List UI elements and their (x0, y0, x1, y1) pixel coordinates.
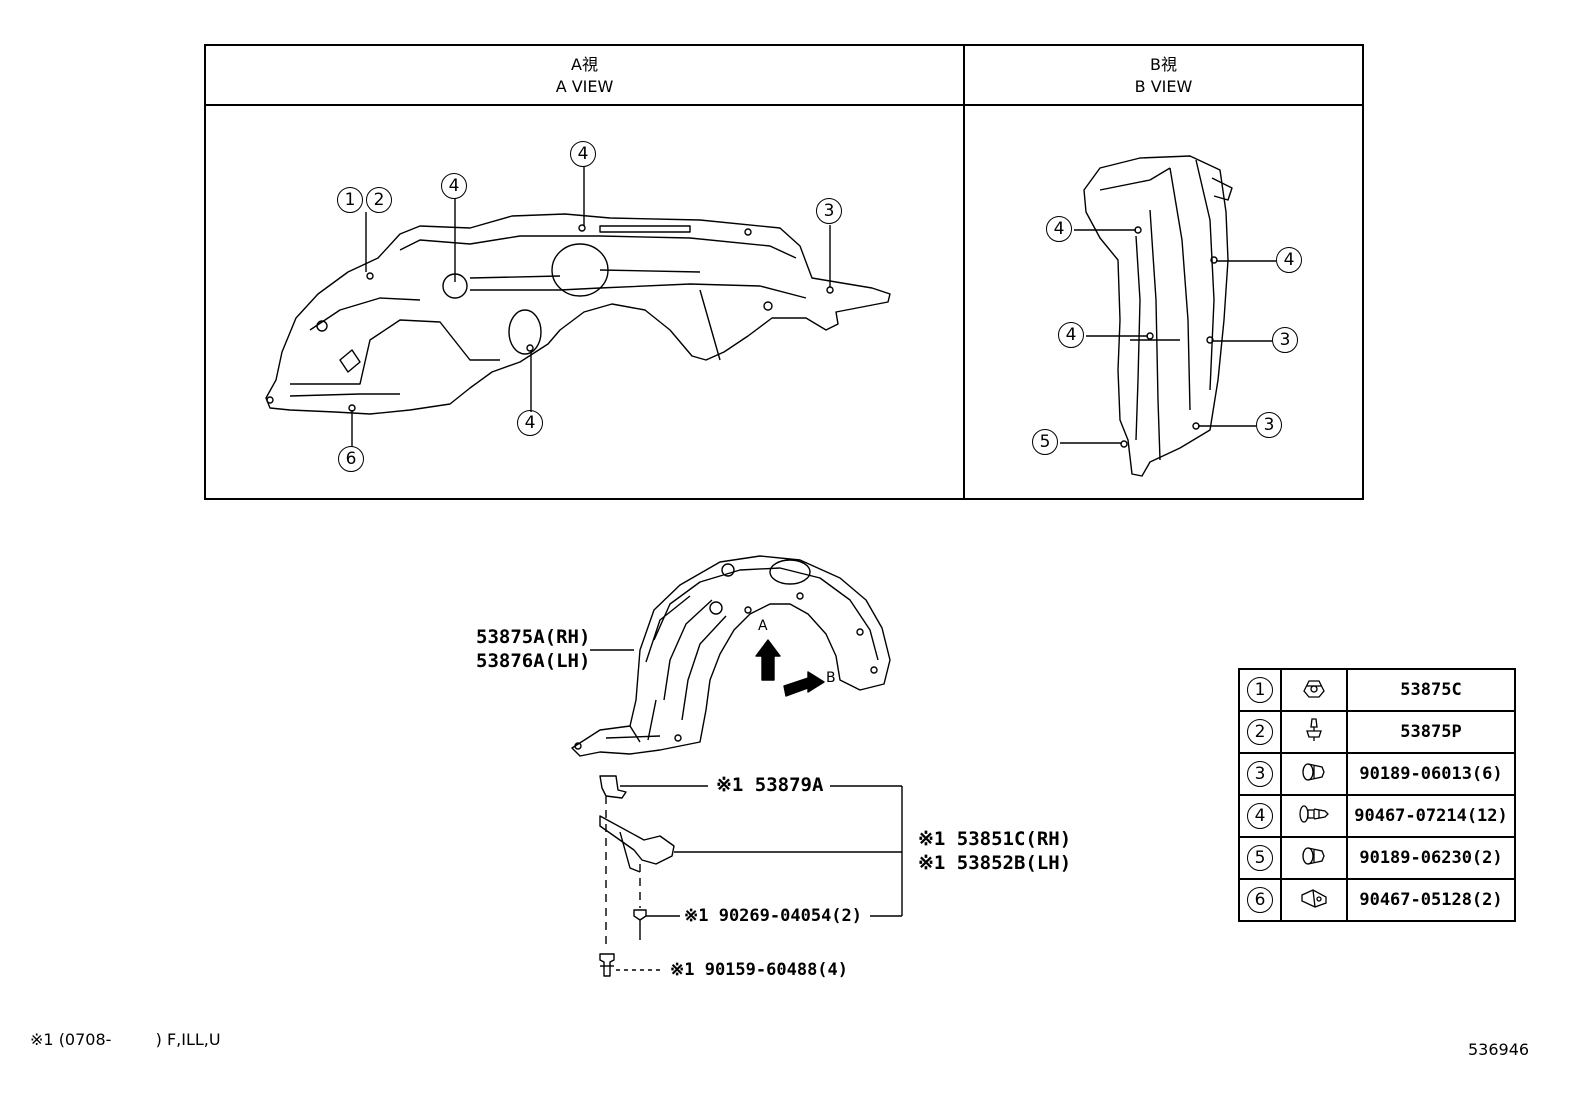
table-part-number[interactable]: 90467-07214(12) (1346, 794, 1516, 838)
parts-table: 1 53875C 2 53875P 3 90189-06013(6) 4 904… (1238, 668, 1516, 922)
callout-4-b-view-right: 4 (1276, 247, 1302, 273)
part-number-screw[interactable]: ※1 90269-04054(2) (684, 906, 863, 926)
callout-2-a-view: 2 (366, 187, 392, 213)
table-callout: 2 (1247, 719, 1273, 745)
clip-nut-icon (1303, 680, 1325, 698)
table-row: 3 90189-06013(6) (1238, 752, 1516, 796)
part-number-liner-lh[interactable]: 53876A(LH) (476, 650, 591, 672)
part-number-splash-rh[interactable]: ※1 53851C(RH) (918, 828, 1072, 850)
views-divider-horizontal (206, 104, 1362, 106)
callout-6-a-view: 6 (338, 446, 364, 472)
table-row: 1 53875C (1238, 668, 1516, 712)
arrow-a-label: A (758, 618, 768, 634)
bracket-assembly-drawing (599, 775, 675, 977)
diagram-code: 536946 (1468, 1040, 1530, 1059)
table-callout: 3 (1247, 761, 1273, 787)
b-view-liner-drawing (1083, 155, 1233, 477)
views-divider-vertical (963, 46, 965, 498)
a-view-heading: A視 A VIEW (206, 54, 963, 98)
table-row: 2 53875P (1238, 710, 1516, 754)
table-callout: 1 (1247, 677, 1273, 703)
footnote: ※1 (0708- ) F,ILL,U (30, 1030, 221, 1049)
a-view-en-label: A VIEW (555, 77, 614, 96)
bracket-leaders (616, 785, 903, 971)
table-callout: 5 (1247, 845, 1273, 871)
fender-liner-drawing (571, 555, 891, 757)
table-callout: 4 (1247, 803, 1273, 829)
callout-4-b-view-mid: 4 (1058, 322, 1084, 348)
b-view-jp-label: B視 (1150, 55, 1177, 74)
b-view-en-label: B VIEW (1134, 77, 1193, 96)
a-view-leaders (351, 166, 831, 447)
table-part-number[interactable]: 90189-06230(2) (1346, 836, 1516, 880)
rivet-clip-icon (1299, 805, 1329, 823)
footnote-date-close: ) F,ILL,U (155, 1030, 221, 1049)
a-view-jp-label: A視 (571, 55, 598, 74)
views-frame: A視 A VIEW B視 B VIEW (204, 44, 1364, 500)
a-view-liner-drawing (265, 213, 891, 415)
callout-4-b-view-top: 4 (1046, 216, 1072, 242)
table-part-number[interactable]: 53875P (1346, 710, 1516, 754)
part-number-liner-rh[interactable]: 53875A(RH) (476, 626, 591, 648)
grommet-icon (1302, 847, 1325, 865)
part-number-bolt[interactable]: ※1 90159-60488(4) (670, 960, 849, 980)
callout-1-a-view: 1 (337, 187, 363, 213)
part-number-bracket[interactable]: ※1 53879A (716, 774, 824, 796)
callout-5-b-view: 5 (1032, 429, 1058, 455)
footnote-date-open: (0708- (58, 1030, 112, 1049)
grommet-icon (1302, 763, 1325, 781)
callout-4-a-view-top: 4 (570, 141, 596, 167)
callout-4-a-view-bottom: 4 (517, 410, 543, 436)
table-row: 4 90467-07214(12) (1238, 794, 1516, 838)
callout-4-a-view-left: 4 (441, 173, 467, 199)
table-row: 6 90467-05128(2) (1238, 878, 1516, 922)
callout-3-b-view-upper: 3 (1272, 327, 1298, 353)
clip-icon (1301, 889, 1327, 908)
callout-3-b-view-lower: 3 (1256, 412, 1282, 438)
table-row: 5 90189-06230(2) (1238, 836, 1516, 880)
push-clip-icon (1306, 718, 1322, 741)
arrow-b-label: B (826, 670, 836, 686)
table-part-number[interactable]: 53875C (1346, 668, 1516, 712)
footnote-mark: ※1 (30, 1030, 54, 1049)
table-part-number[interactable]: 90189-06013(6) (1346, 752, 1516, 796)
part-number-splash-lh[interactable]: ※1 53852B(LH) (918, 852, 1072, 874)
b-view-heading: B視 B VIEW (965, 54, 1362, 98)
table-callout: 6 (1247, 887, 1273, 913)
b-view-leaders (1060, 229, 1276, 444)
direction-arrows (755, 639, 825, 697)
callout-3-a-view: 3 (816, 198, 842, 224)
table-part-number[interactable]: 90467-05128(2) (1346, 878, 1516, 922)
